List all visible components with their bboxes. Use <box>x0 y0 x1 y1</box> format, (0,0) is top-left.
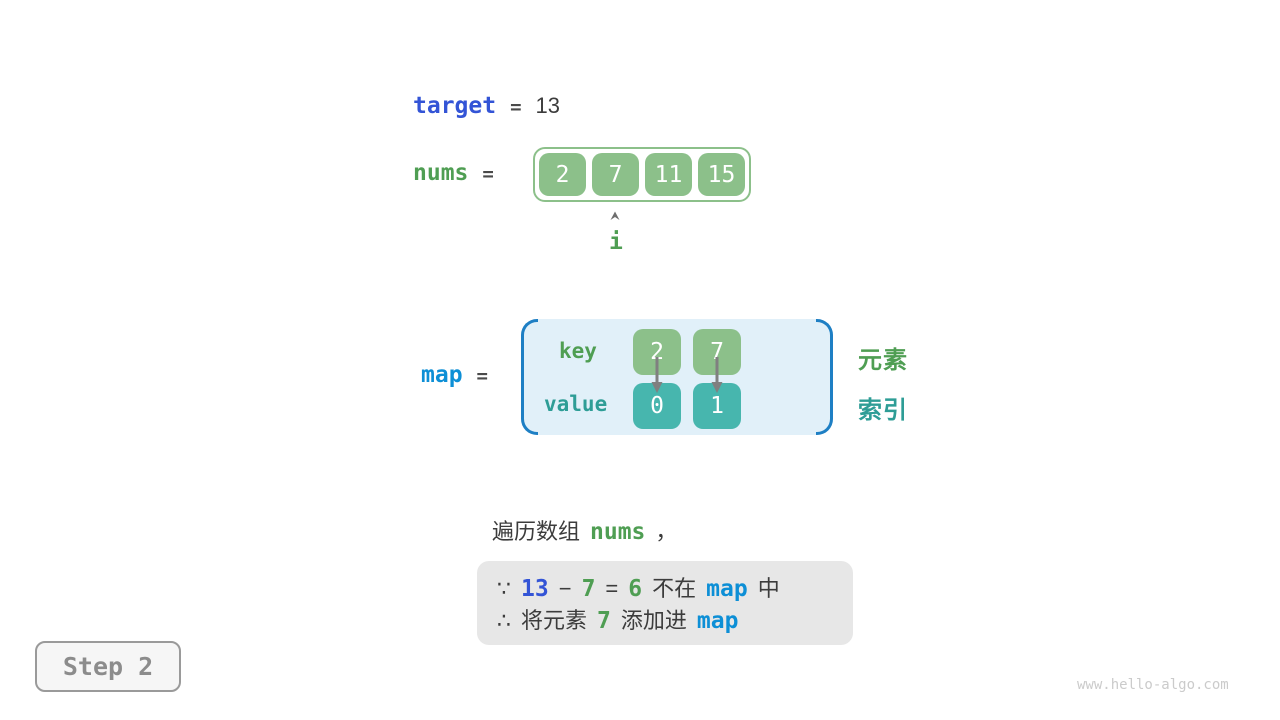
step-badge: Step 2 <box>35 641 181 692</box>
watermark: www.hello-algo.com <box>1077 677 1229 693</box>
map-key-row-label: key <box>559 339 597 363</box>
caption-prefix: 遍历数组 <box>492 519 581 544</box>
map-panel: key value 2 7 0 1 <box>521 319 833 435</box>
map-value-row-label: value <box>544 392 608 416</box>
target-value: 13 <box>535 93 561 118</box>
key-to-value-arrow-icon <box>651 357 663 393</box>
note-segment: − <box>558 576 572 601</box>
array-cell: 2 <box>539 153 586 196</box>
note-segment: 7 <box>597 608 611 634</box>
map-value-cell: 0 <box>633 383 681 429</box>
caption-code: nums <box>590 519 646 545</box>
note-segment: 中 <box>757 576 780 601</box>
nums-array: 2 7 11 15 <box>533 147 751 202</box>
note-segment: map <box>696 608 739 634</box>
note-segment: 6 <box>628 576 643 602</box>
array-cell: 11 <box>645 153 692 196</box>
note-segment: 将元素 <box>521 608 588 633</box>
map-variable-name: map <box>421 362 463 388</box>
map-value-cells: 0 1 <box>633 383 741 429</box>
nums-variable-name: nums <box>413 160 469 186</box>
nums-label: nums = <box>413 160 494 186</box>
note-segment: 7 <box>581 576 596 602</box>
element-side-label: 元素 <box>858 347 908 374</box>
note-segment: = <box>605 576 619 601</box>
note-segment: 不在 <box>652 576 697 601</box>
target-line: target = 13 <box>413 93 560 119</box>
note-segment: 13 <box>521 576 549 602</box>
equals-sign: = <box>482 163 494 185</box>
note-segment: ∵ <box>497 576 511 601</box>
left-bracket <box>521 319 538 435</box>
note-line-1: ∵ 13−7 = 6 不在 map 中 <box>497 571 833 603</box>
array-cell: 7 <box>592 153 639 196</box>
index-pointer-arrow-icon <box>608 209 622 227</box>
key-to-value-arrow-icon <box>711 357 723 393</box>
note-segment: ∴ <box>497 608 511 633</box>
equals-sign: = <box>476 365 488 387</box>
map-value-cell: 1 <box>693 383 741 429</box>
note-segment: 添加进 <box>620 608 687 633</box>
index-pointer-label: i <box>609 229 623 255</box>
right-bracket <box>816 319 833 435</box>
index-side-label: 索引 <box>858 397 908 424</box>
array-cell: 15 <box>698 153 745 196</box>
caption-line: 遍历数组 nums ， <box>492 514 677 546</box>
caption-suffix: ， <box>655 519 678 544</box>
target-variable-name: target <box>413 93 497 119</box>
map-label: map = <box>421 362 488 388</box>
note-line-2: ∴ 将元素 7 添加进 map <box>497 603 833 635</box>
equals-sign: = <box>510 96 522 118</box>
reasoning-note-box: ∵ 13−7 = 6 不在 map 中 ∴ 将元素 7 添加进 map <box>477 561 853 645</box>
step-label: Step 2 <box>62 652 154 681</box>
note-segment: map <box>706 576 748 602</box>
